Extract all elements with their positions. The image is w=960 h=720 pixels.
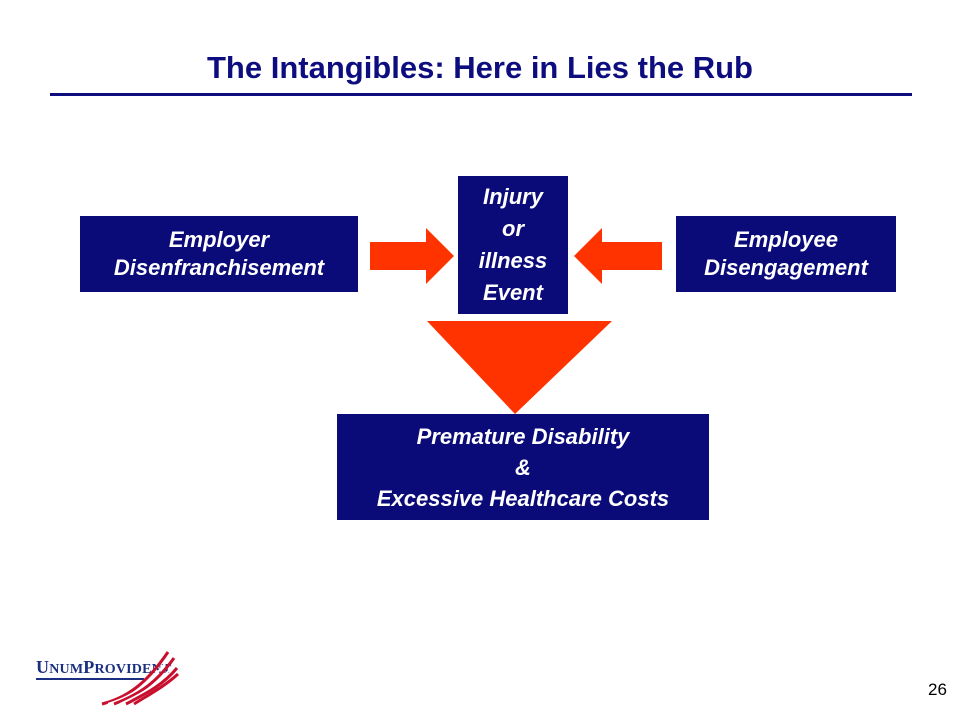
flag-stripes-icon: [36, 651, 180, 706]
outcome-box-line3: Excessive Healthcare Costs: [376, 485, 670, 511]
slide-title: The Intangibles: Here in Lies the Rub: [206, 50, 753, 85]
right-arrow-icon: [370, 228, 454, 284]
premature-disability-costs-box: Premature Disability & Excessive Healthc…: [337, 414, 709, 520]
event-box-line1: Injury: [483, 184, 543, 209]
employer-box-line2: Disenfranchisement: [113, 255, 325, 280]
injury-illness-event-box: Injury or illness Event: [458, 176, 568, 314]
employee-box-line1: Employee: [734, 227, 838, 252]
employer-disenfranchisement-box: Employer Disenfranchisement: [80, 216, 358, 292]
unumprovident-logo: UNUMPROVIDENT: [30, 646, 180, 706]
outcome-box-line2: &: [515, 454, 531, 480]
employer-box-line1: Employer: [168, 227, 270, 252]
title-underline: [50, 93, 912, 96]
event-box-line3: illness: [478, 248, 548, 273]
outcome-box-line1: Premature Disability: [416, 423, 630, 449]
down-triangle-arrow-icon: [427, 321, 612, 414]
employee-box-line2: Disengagement: [704, 255, 868, 280]
left-arrow-icon: [574, 228, 662, 284]
event-box-line2: or: [502, 216, 524, 241]
employee-disengagement-box: Employee Disengagement: [676, 216, 896, 292]
page-number: 26: [928, 680, 947, 699]
event-box-line4: Event: [483, 280, 543, 305]
